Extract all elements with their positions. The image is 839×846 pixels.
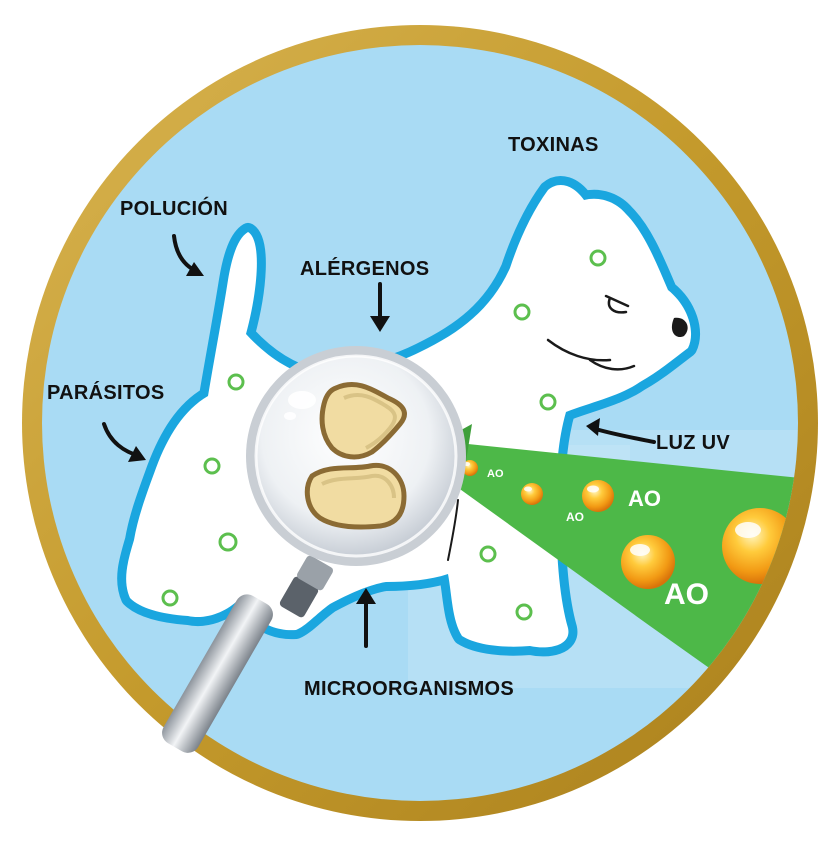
ao-label: AO [566, 510, 584, 524]
dog-eye [604, 294, 630, 314]
allergen-particle-icon [304, 382, 407, 530]
label-polucion: POLUCIÓN [120, 198, 228, 220]
dog-leg-line [447, 499, 459, 561]
label-luz-uv: LUZ UV [656, 432, 731, 454]
label-microorganismos: MICROORGANISMOS [304, 678, 515, 700]
ao-label: AO [628, 486, 661, 511]
ao-label: AO [487, 468, 504, 480]
dog-jaw [546, 338, 636, 371]
ao-label: AO [664, 578, 709, 611]
dog-nose [671, 317, 688, 338]
label-toxinas: TOXINAS [508, 134, 599, 156]
green-dot-icon [161, 249, 607, 621]
arrow-head [128, 262, 600, 604]
label-alergenos: ALÉRGENOS [300, 258, 430, 280]
label-parasitos: PARÁSITOS [47, 382, 165, 404]
